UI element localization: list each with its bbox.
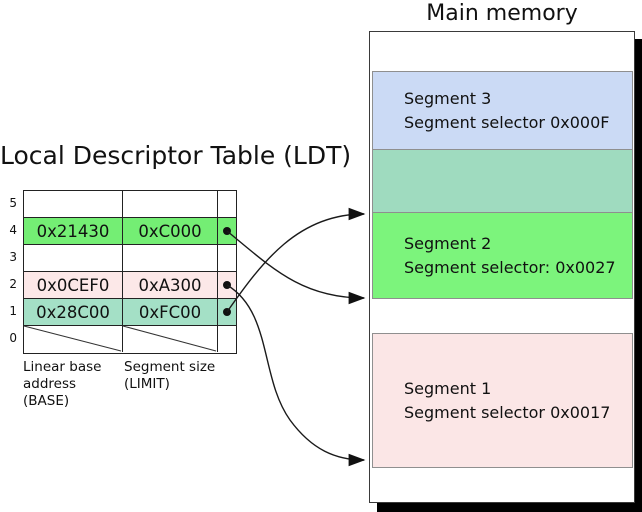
ldt-row-number-3: 3 [9,250,17,264]
segment-selector: Segment selector 0x000F [404,112,610,132]
ldt-row-number-2: 2 [9,277,17,291]
segment-selector: Segment selector: 0x0027 [404,257,616,277]
ldt-cell-base: 0x21430 [24,218,123,244]
segment-name: Segment 2 [404,233,492,253]
ldt-title: Local Descriptor Table (LDT) [0,141,352,170]
ldt-cell-limit [123,326,218,352]
ldt-cell-limit: 0xA300 [123,272,218,298]
arrow-row2-to-segment1 [226,284,366,467]
ldt-cell-base: 0x28C00 [24,299,123,325]
ldt-cell-tag [218,218,236,244]
main-memory-title: Main memory [426,1,578,26]
ldt-row-3 [24,245,236,272]
ldt-row-0 [24,326,236,352]
ldt-cell-base [24,326,123,352]
ldt-cell-base [24,245,123,271]
ldt-cell-limit: 0xC000 [123,218,218,244]
memory-segment-overlap [372,150,633,213]
ldt-cell-tag [218,191,236,217]
ldt-row-number-1: 1 [9,304,17,318]
memory-segment-2: Segment 2 Segment selector: 0x0027 [372,213,633,299]
ldt-row-5 [24,191,236,218]
ldt-cell-tag [218,326,236,352]
label-line: Segment size [124,359,216,375]
segment-name: Segment 1 [404,378,492,398]
base-column-label: Linear base address (BASE) [23,359,101,410]
label-line: address [23,376,77,392]
ldt-cell-tag [218,272,236,298]
arrow-row4-to-segment2 [226,230,366,305]
memory-segment-1: Segment 1 Segment selector 0x0017 [372,333,633,468]
ldt-cell-base: 0x0CEF0 [24,272,123,298]
label-line: Linear base [23,359,102,375]
ldt-table: 0x21430 0xC000 0x0CEF0 0xA300 0x28C00 0x… [23,190,237,354]
ldt-row-2: 0x0CEF0 0xA300 [24,272,236,299]
ldt-row-number-5: 5 [9,196,17,210]
label-line: (BASE) [23,393,70,409]
label-line: (LIMIT) [124,376,170,392]
ldt-cell-tag [218,245,236,271]
ldt-cell-limit [123,245,218,271]
ldt-cell-limit [123,191,218,217]
memory-segment-3: Segment 3 Segment selector 0x000F [372,71,633,150]
ldt-row-4: 0x21430 0xC000 [24,218,236,245]
segment-selector: Segment selector 0x0017 [404,402,611,422]
ldt-row-number-0: 0 [9,331,17,345]
ldt-row-1: 0x28C00 0xFC00 [24,299,236,326]
limit-column-label: Segment size (LIMIT) [124,359,215,393]
ldt-cell-base [24,191,123,217]
ldt-row-number-4: 4 [9,223,17,237]
ldt-cell-limit: 0xFC00 [123,299,218,325]
arrow-row1-to-segment3 [226,207,366,313]
ldt-cell-tag [218,299,236,325]
segment-name: Segment 3 [404,88,492,108]
